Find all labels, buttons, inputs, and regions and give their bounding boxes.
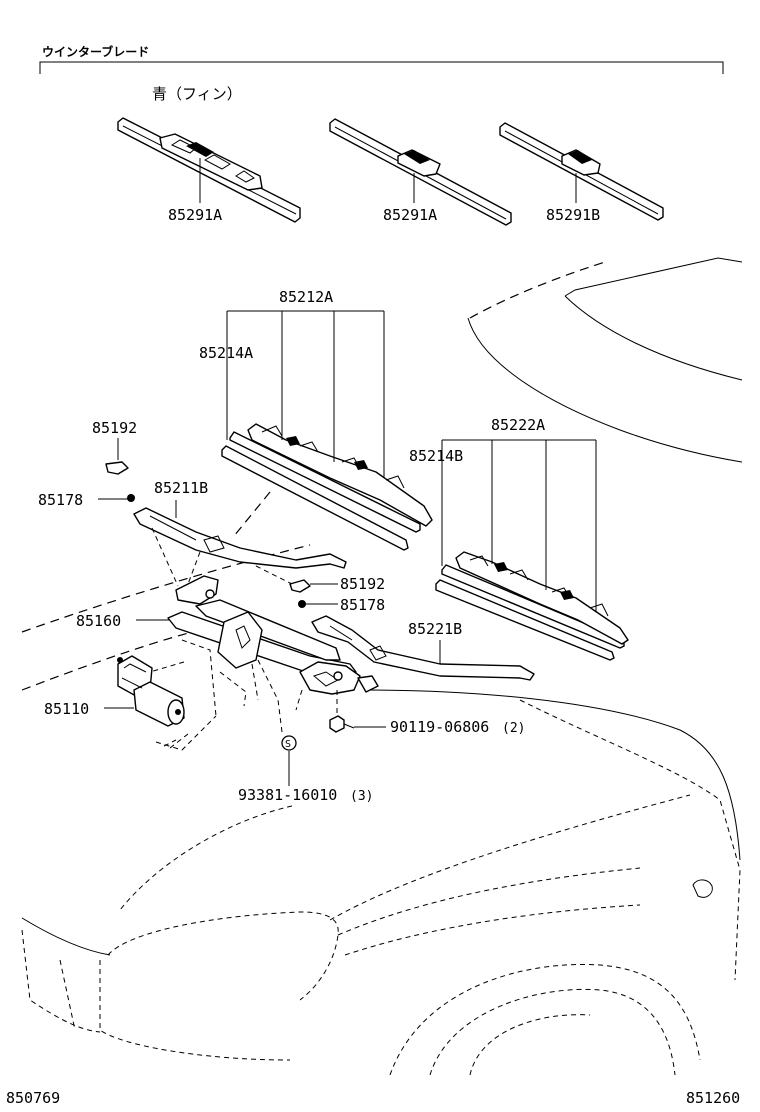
- label-motor: 85110: [44, 700, 89, 718]
- wiper-motor[interactable]: [117, 655, 185, 727]
- label-blade-1: 85291A: [168, 206, 222, 224]
- label-arm-driver: 85211B: [154, 479, 208, 497]
- winter-blade-1[interactable]: [117, 117, 301, 223]
- label-blade-2: 85291A: [383, 206, 437, 224]
- label-link-assy: 85160: [76, 612, 121, 630]
- label-blade-3: 85291B: [546, 206, 600, 224]
- winter-blade-2[interactable]: [329, 118, 512, 226]
- footer-right-code: 851260: [686, 1089, 740, 1107]
- label-rubber-driver: 85214A: [199, 344, 253, 362]
- cap-lower-part[interactable]: [289, 579, 311, 593]
- blade-note: 青（フィン）: [152, 85, 242, 103]
- driver-blade-assembly[interactable]: [221, 423, 433, 551]
- label-arm-passenger: 85221B: [408, 620, 462, 638]
- winter-blade-3[interactable]: [499, 122, 664, 221]
- label-cap-lower: 85192: [340, 575, 385, 593]
- label-screw-qty: (3): [350, 789, 373, 804]
- nut-lower-part[interactable]: [298, 600, 306, 608]
- driver-wiper-arm[interactable]: [133, 507, 347, 569]
- screw-symbol-letter: S: [285, 739, 291, 750]
- wiper-link-assembly[interactable]: [167, 575, 379, 695]
- label-screw: 93381-16010: [238, 786, 337, 804]
- label-bolt: 90119-06806: [390, 718, 489, 736]
- section-bracket: [39, 61, 724, 74]
- label-blade-assy-passenger: 85222A: [491, 416, 545, 434]
- nut-upper-part[interactable]: [127, 494, 135, 502]
- label-bolt-qty: (2): [502, 721, 525, 736]
- section-title: ウインターブレード: [42, 44, 149, 59]
- label-nut-upper: 85178: [38, 491, 83, 509]
- label-rubber-passenger: 85214B: [409, 447, 463, 465]
- passenger-wiper-arm[interactable]: [311, 615, 535, 681]
- footer-left-code: 850769: [6, 1089, 60, 1107]
- vehicle-body-outline: [21, 257, 743, 1076]
- passenger-blade-assembly[interactable]: [435, 551, 629, 661]
- screw-symbol: [281, 735, 297, 751]
- bolt-part[interactable]: [329, 715, 355, 733]
- label-cap-upper: 85192: [92, 419, 137, 437]
- label-nut-lower: 85178: [340, 596, 385, 614]
- cap-upper-part[interactable]: [105, 461, 129, 475]
- label-blade-assy-driver: 85212A: [279, 288, 333, 306]
